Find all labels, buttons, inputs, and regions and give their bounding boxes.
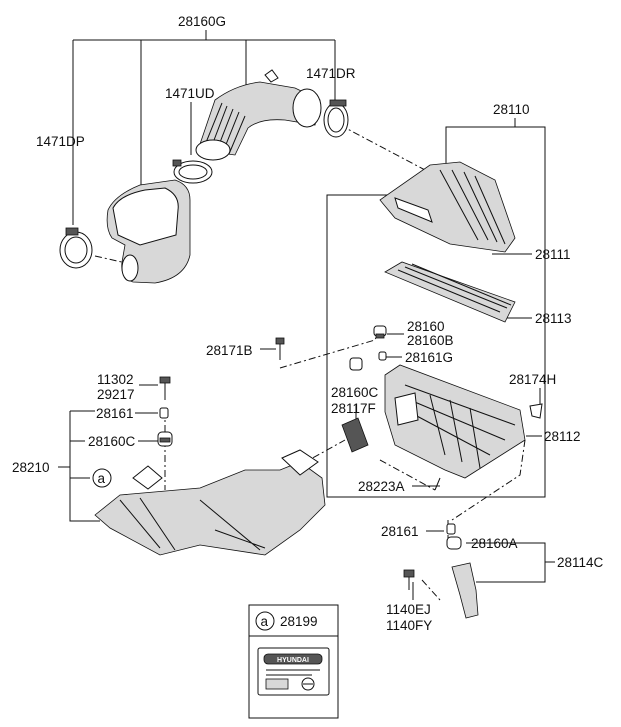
bolt-11302 xyxy=(159,376,171,400)
decal-marker xyxy=(132,465,163,490)
label-28160B: 28160B xyxy=(407,333,454,348)
bracket-28114C xyxy=(451,562,479,619)
legend-letter: a xyxy=(261,614,269,629)
pin-28161-left xyxy=(159,407,169,419)
clamp-1471UD xyxy=(172,159,213,184)
label-28160G: 28160G xyxy=(178,14,226,29)
label-28210: 28210 xyxy=(12,460,50,475)
legend-box: a 28199 HYUNDAI xyxy=(248,604,339,719)
label-28161-left: 28161 xyxy=(96,406,134,421)
legend-part-number: 28199 xyxy=(280,614,318,629)
bolt-28171B xyxy=(275,337,285,360)
label-28117F: 28117F xyxy=(331,401,376,416)
label-1140FY: 1140FY xyxy=(386,618,432,633)
label-28112: 28112 xyxy=(544,429,581,444)
grommet-28160 xyxy=(373,325,387,339)
air-cleaner-cover-part xyxy=(379,161,516,253)
clamp-1471DP xyxy=(59,227,93,269)
pin-28161-lower xyxy=(446,523,456,535)
label-28110: 28110 xyxy=(493,102,530,117)
grommet-28160C-lower xyxy=(157,431,173,447)
label-28223A: 28223A xyxy=(358,479,405,494)
clip-28174H xyxy=(529,403,543,419)
label-28160A: 28160A xyxy=(471,536,518,551)
label-1471DP: 1471DP xyxy=(36,134,85,149)
label-28114C: 28114C xyxy=(557,555,604,570)
label-28113: 28113 xyxy=(535,311,572,326)
decal-brand: HYUNDAI xyxy=(277,657,309,664)
filter-element-part xyxy=(384,261,516,323)
label-29217: 29217 xyxy=(97,387,135,402)
bolt-1140EJ xyxy=(403,569,415,590)
label-11302: 11302 xyxy=(97,372,134,387)
label-1471DR: 1471DR xyxy=(306,66,356,81)
label-28160: 28160 xyxy=(407,319,445,334)
label-28174H: 28174H xyxy=(509,372,556,387)
callout-a: a xyxy=(92,465,163,490)
pin-28161G xyxy=(378,351,387,361)
callout-a-letter: a xyxy=(98,471,106,486)
label-28161G: 28161G xyxy=(405,350,453,365)
corrugated-hose-part xyxy=(195,69,322,161)
pin-28223A xyxy=(434,477,441,491)
resonator-duct-part xyxy=(94,449,326,556)
grommet-28160C-upper xyxy=(349,357,363,371)
intake-elbow-part xyxy=(106,179,191,284)
mount-28117F xyxy=(341,417,369,453)
label-1471UD: 1471UD xyxy=(165,86,215,101)
label-28160C-lower: 28160C xyxy=(88,434,136,449)
air-cleaner-body-part xyxy=(384,364,526,479)
label-1140EJ: 1140EJ xyxy=(386,602,431,617)
label-28160C-upper: 28160C xyxy=(331,385,379,400)
grommet-28160A xyxy=(446,536,462,550)
part-labels: 28160G 1471DR 1471UD 1471DP 28110 28111 … xyxy=(12,14,604,633)
label-28161-lower: 28161 xyxy=(381,524,419,539)
clamp-1471DR xyxy=(323,99,349,138)
label-28111: 28111 xyxy=(535,247,571,262)
label-28171B: 28171B xyxy=(206,343,253,358)
